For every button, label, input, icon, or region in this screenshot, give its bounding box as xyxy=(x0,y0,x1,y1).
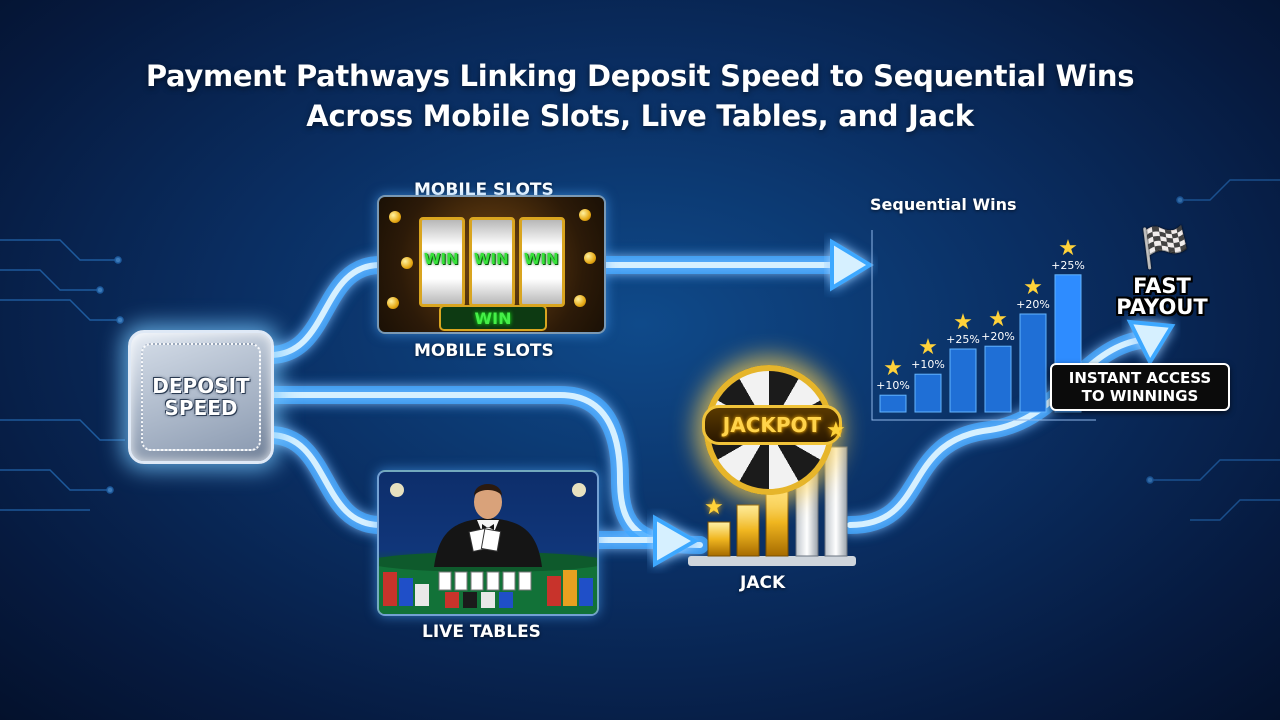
arrow-heads xyxy=(653,238,1176,568)
chart-axes xyxy=(871,230,1096,421)
chart-bar-label: +20% xyxy=(1016,298,1050,311)
slot-reel: WIN xyxy=(519,217,565,307)
star-icon: ★ xyxy=(988,307,1008,332)
instant-access-badge: INSTANT ACCESS TO WINNINGS xyxy=(1050,363,1230,411)
coin-icon xyxy=(389,211,401,223)
live-tables-label: LIVE TABLES xyxy=(422,622,541,642)
coin-icon xyxy=(387,297,399,309)
title-line-2: Across Mobile Slots, Live Tables, and Ja… xyxy=(306,99,974,133)
reel-win-text: WIN xyxy=(474,250,509,268)
sequential-wins-chart: +10%★+10%★+25%★+20%★+20%★+25%★ xyxy=(868,222,1098,422)
fast-payout-label: FAST PAYOUT xyxy=(1100,276,1224,318)
deposit-label-line-2: SPEED xyxy=(164,396,238,420)
page-title: Payment Pathways Linking Deposit Speed t… xyxy=(0,56,1280,136)
deposit-label-line-1: DEPOSIT xyxy=(152,374,250,398)
deposit-speed-node: DEPOSIT SPEED xyxy=(128,330,274,464)
star-icon: ★ xyxy=(1058,236,1078,261)
instant-access-line-1: INSTANT ACCESS xyxy=(1068,369,1212,387)
slot-reel: WIN xyxy=(419,217,465,307)
jackpot-wheel-label: JACKPOT xyxy=(702,405,842,445)
reel-win-text: WIN xyxy=(524,250,559,268)
chart-bar xyxy=(879,394,907,413)
live-dealer-image xyxy=(377,470,599,616)
fast-payout-line-1: FAST xyxy=(1133,274,1191,298)
win-banner: WIN xyxy=(439,305,547,331)
reel-win-text: WIN xyxy=(424,250,459,268)
chart-bar-label: +25% xyxy=(946,333,980,346)
chart-bar xyxy=(914,373,942,413)
instant-access-line-2: TO WINNINGS xyxy=(1081,387,1199,405)
chart-bar xyxy=(1019,313,1047,413)
coin-icon xyxy=(579,209,591,221)
chart-bar-label: +10% xyxy=(911,358,945,371)
deposit-speed-inner: DEPOSIT SPEED xyxy=(141,343,261,451)
chart-bar-label: +25% xyxy=(1051,259,1085,272)
jack-label: JACK xyxy=(740,573,786,593)
slot-machine-image: WIN WIN WIN WIN xyxy=(377,195,606,334)
chart-bar-label: +10% xyxy=(876,379,910,392)
title-line-1: Payment Pathways Linking Deposit Speed t… xyxy=(145,59,1135,93)
chart-bar-label: +20% xyxy=(981,330,1015,343)
dealer-illustration xyxy=(379,483,597,614)
star-icon: ★ xyxy=(704,495,724,520)
star-icon: ★ xyxy=(918,335,938,360)
fast-payout-line-2: PAYOUT xyxy=(1116,295,1208,319)
jack-bar-group xyxy=(688,446,856,566)
coin-icon xyxy=(574,295,586,307)
mobile-slots-label-bottom: MOBILE SLOTS xyxy=(414,341,554,361)
sequential-wins-heading: Sequential Wins xyxy=(870,195,1017,214)
star-icon: ★ xyxy=(826,418,846,443)
circuit-lines-right xyxy=(1146,179,1280,521)
chart-bar xyxy=(984,345,1012,413)
coin-icon xyxy=(584,252,596,264)
slot-reel: WIN xyxy=(469,217,515,307)
coin-icon xyxy=(401,257,413,269)
circuit-lines-left xyxy=(0,239,125,511)
checkered-flag-icon: 🏁 xyxy=(1140,225,1190,271)
star-icon: ★ xyxy=(883,356,903,381)
chart-bar xyxy=(949,348,977,413)
star-icon: ★ xyxy=(1023,275,1043,300)
star-icon: ★ xyxy=(953,310,973,335)
